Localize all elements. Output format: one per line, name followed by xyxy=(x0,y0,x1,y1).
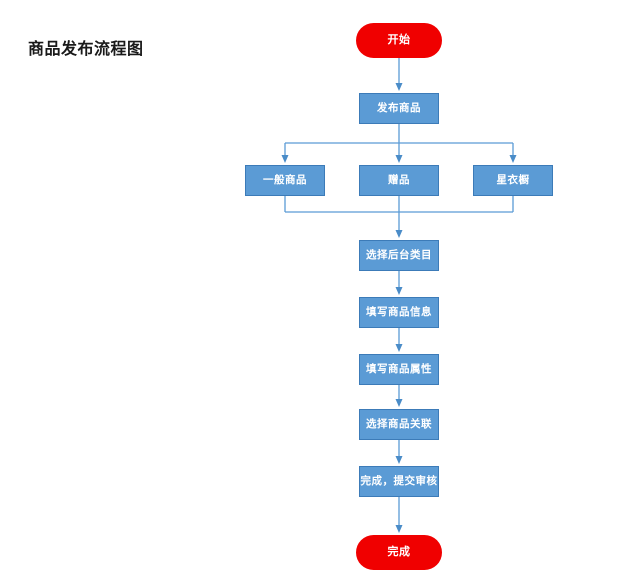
node-branch-gift-label: 赠品 xyxy=(388,174,410,187)
node-branch-normal-product[interactable]: 一般商品 xyxy=(245,165,325,196)
node-start[interactable]: 开始 xyxy=(356,23,442,58)
node-choose-product-relation[interactable]: 选择商品关联 xyxy=(359,409,439,440)
node-submit-for-review-label: 完成，提交审核 xyxy=(360,475,438,488)
node-end-label: 完成 xyxy=(387,546,411,558)
page-title: 商品发布流程图 xyxy=(28,41,144,58)
node-choose-backend-category[interactable]: 选择后台类目 xyxy=(359,240,439,271)
node-publish-product[interactable]: 发布商品 xyxy=(359,93,439,124)
node-branch-normal-product-label: 一般商品 xyxy=(263,174,307,187)
node-fill-product-attributes-label: 填写商品属性 xyxy=(366,363,432,376)
node-branch-star-closet[interactable]: 星衣橱 xyxy=(473,165,553,196)
node-end[interactable]: 完成 xyxy=(356,535,442,570)
node-fill-product-info[interactable]: 填写商品信息 xyxy=(359,297,439,328)
node-fill-product-attributes[interactable]: 填写商品属性 xyxy=(359,354,439,385)
node-branch-gift[interactable]: 赠品 xyxy=(359,165,439,196)
node-publish-product-label: 发布商品 xyxy=(377,102,421,115)
node-fill-product-info-label: 填写商品信息 xyxy=(366,306,432,319)
node-branch-star-closet-label: 星衣橱 xyxy=(496,174,530,187)
node-choose-product-relation-label: 选择商品关联 xyxy=(366,418,432,431)
node-start-label: 开始 xyxy=(387,34,411,46)
node-choose-backend-category-label: 选择后台类目 xyxy=(366,249,432,262)
node-submit-for-review[interactable]: 完成，提交审核 xyxy=(359,466,439,497)
